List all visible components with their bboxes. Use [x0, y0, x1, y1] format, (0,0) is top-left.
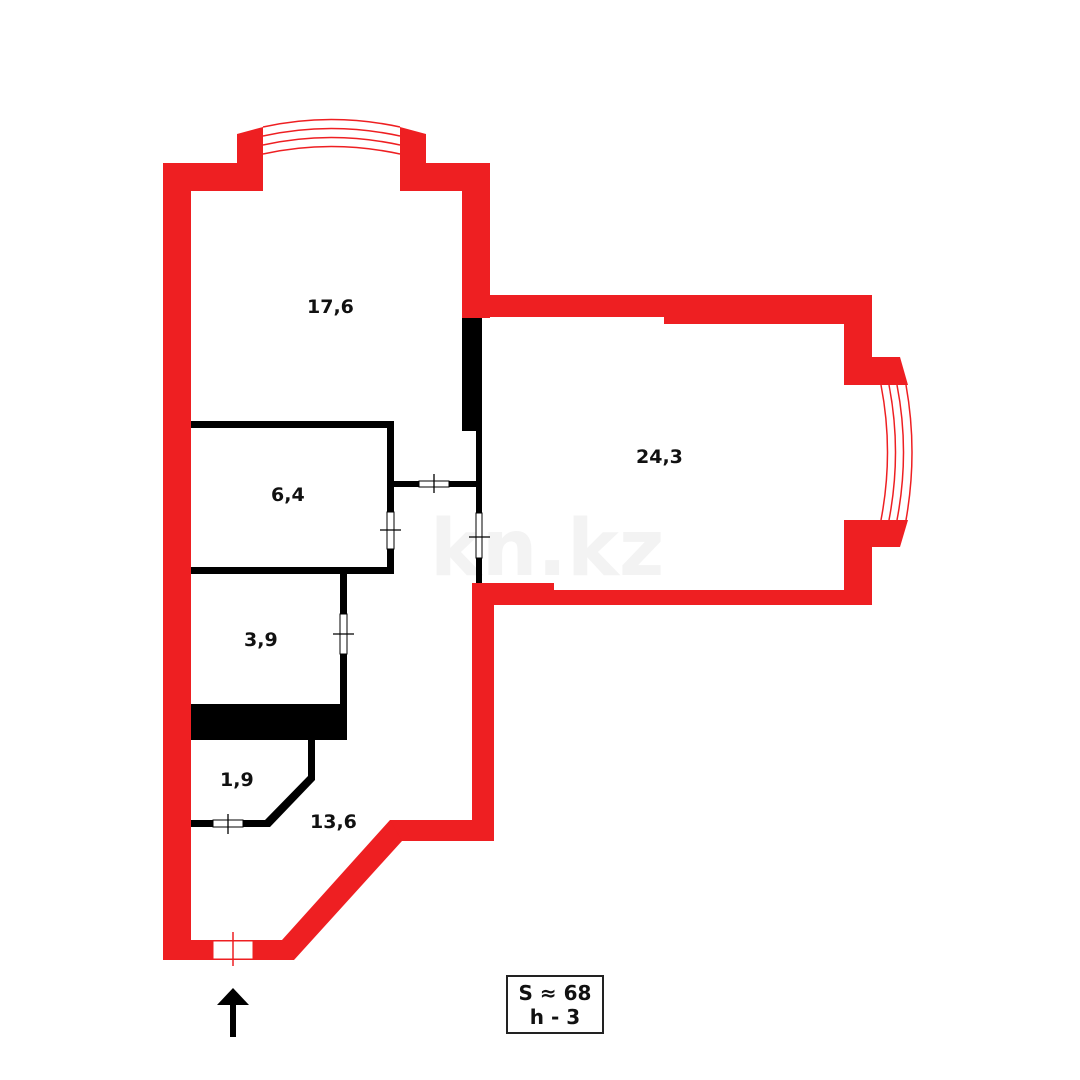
shaft-block: [191, 704, 347, 740]
room-label-24-3: 24,3: [636, 446, 683, 468]
wall-diagonal: [282, 820, 402, 960]
exterior-walls: [163, 127, 908, 960]
room-label-6-4: 6,4: [271, 484, 305, 506]
room-label-13-6: 13,6: [310, 811, 357, 833]
partition-6-4-right: [387, 421, 394, 574]
partition-column: [462, 318, 482, 431]
wall-bottom-living: [472, 590, 872, 605]
room-label-3-9: 3,9: [244, 629, 278, 651]
door-6-4[interactable]: [380, 511, 401, 550]
door-3-9[interactable]: [333, 613, 354, 655]
door-1-9[interactable]: [212, 814, 244, 834]
partition-3-9-right: [340, 574, 347, 740]
partition-6-4-bottom: [191, 567, 394, 574]
partition-1-9-right: [308, 740, 315, 780]
bay-window-right: [880, 384, 913, 521]
watermark: kn.kz: [430, 504, 664, 594]
arrow-up-icon: [217, 988, 249, 1037]
wall-top-living-thick: [664, 295, 872, 324]
total-area: S ≈ 68: [518, 980, 592, 1005]
ceiling-height: h - 3: [529, 1004, 581, 1029]
partition-1-9-diagonal: [265, 776, 315, 827]
room-label-17-6: 17,6: [307, 296, 354, 318]
bay-window-top: [262, 118, 401, 155]
info-box: S ≈ 68 h - 3: [506, 975, 604, 1034]
wall-right-upper: [462, 163, 490, 318]
wall-corridor-right: [472, 583, 494, 841]
door-24-3[interactable]: [469, 512, 490, 559]
wall-left: [163, 163, 191, 960]
room-label-1-9: 1,9: [220, 769, 254, 791]
partition-vertical-right: [476, 431, 482, 583]
wall-bay2-top-pillar: [844, 357, 908, 385]
partition-6-4-top: [191, 421, 394, 428]
entrance-door[interactable]: [212, 932, 254, 966]
wall-bay-left-pillar: [237, 127, 263, 191]
wall-corridor-step: [390, 820, 494, 841]
door-connector[interactable]: [418, 474, 450, 493]
